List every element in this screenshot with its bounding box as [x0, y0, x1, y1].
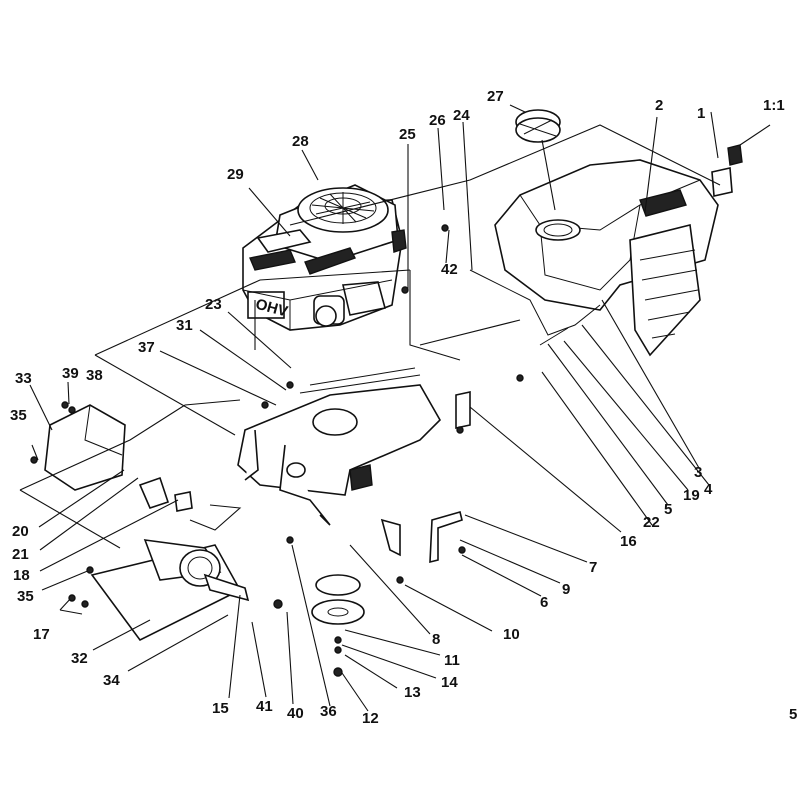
callout-label: 8 — [432, 631, 440, 648]
muffler — [90, 539, 250, 642]
callout-label: 17 — [33, 626, 50, 643]
callout-label: 16 — [620, 533, 637, 550]
callout-label: 1:1 — [763, 97, 785, 114]
callout-labels: 1 1:1 2 3 4 5 6 7 8 9 10 11 12 13 14 15 … — [10, 88, 797, 727]
callout-label: 19 — [683, 487, 700, 504]
fuel-tank — [494, 159, 719, 357]
callout-label: 9 — [562, 581, 570, 598]
callout-label: 10 — [503, 626, 520, 643]
brackets — [380, 391, 471, 564]
callout-label: 32 — [71, 650, 88, 667]
engine-frame — [237, 367, 441, 526]
callout-label: 27 — [487, 88, 504, 105]
callout-label: 35 — [10, 407, 27, 424]
pulley — [311, 574, 365, 625]
callout-label: 24 — [453, 107, 470, 124]
callout-label: 36 — [320, 703, 337, 720]
callout-label: 2 — [655, 97, 663, 114]
callout-label: 4 — [704, 481, 713, 498]
callout-label: 29 — [227, 166, 244, 183]
callout-label: 7 — [589, 559, 597, 576]
fuel-gauge — [711, 144, 743, 197]
callout-label: 23 — [205, 296, 222, 313]
callout-label: 20 — [12, 523, 29, 540]
callout-label: 14 — [441, 674, 458, 691]
callout-label: 39 — [62, 365, 79, 382]
leader-lines — [29, 104, 771, 712]
callout-label: 15 — [212, 700, 229, 717]
gas-cap — [515, 109, 561, 143]
engine: OHV — [242, 184, 407, 331]
callout-label: 28 — [292, 133, 309, 150]
fuel-line — [469, 269, 601, 346]
assembly-lines — [19, 124, 721, 549]
callout-label: 6 — [540, 594, 548, 611]
callout-label: 42 — [441, 261, 458, 278]
callout-label: 41 — [256, 698, 273, 715]
callout-label: 21 — [12, 546, 29, 563]
hardware — [30, 224, 524, 677]
callout-label: 38 — [86, 367, 103, 384]
callout-label: 22 — [643, 514, 660, 531]
callout-label: 5 — [664, 501, 672, 518]
muffler-guard — [44, 404, 126, 491]
callout-label: 3 — [694, 464, 702, 481]
exhaust-elbow — [138, 476, 193, 512]
callout-label: 33 — [15, 370, 32, 387]
callout-label: 12 — [362, 710, 379, 727]
callout-label: 34 — [103, 672, 120, 689]
callout-label: 1 — [697, 105, 705, 122]
corner-mark: 5 — [789, 706, 797, 723]
callout-label: 40 — [287, 705, 304, 722]
callout-label: 13 — [404, 684, 421, 701]
callout-label: 11 — [444, 652, 460, 669]
callout-label: 18 — [13, 567, 30, 584]
callout-label: 26 — [429, 112, 446, 129]
callout-label: 35 — [17, 588, 34, 605]
callout-label: 25 — [399, 126, 416, 143]
callout-label: 31 — [176, 317, 193, 334]
callout-label: 37 — [138, 339, 155, 356]
